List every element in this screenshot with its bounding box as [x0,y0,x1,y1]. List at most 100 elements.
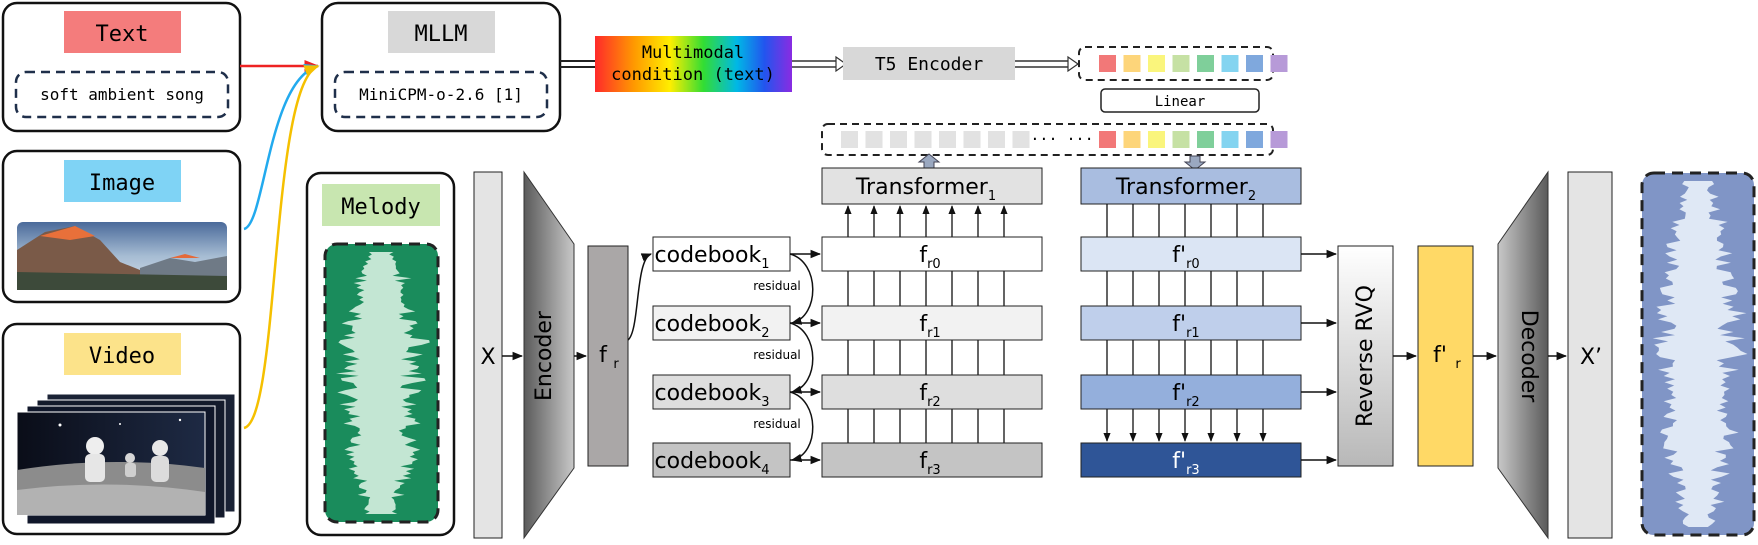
decoder-block: Decoder [1497,170,1549,540]
fpr-row-label: f'r1 [1172,312,1199,341]
fr-row-0: fr0 [821,236,1043,272]
output-waveform-panel [1640,171,1756,537]
music-token [914,131,932,148]
decoder-label: Decoder [1516,310,1541,404]
encoder-label: Encoder [532,310,557,401]
condition-token [1197,55,1214,72]
text-label-bg [64,11,181,53]
landscape-image [17,222,227,290]
t5-label: T5 Encoder [875,54,984,75]
prefix-token [1172,131,1190,148]
codebook-label: codebook4 [655,449,770,478]
fr-row-label: fr1 [919,312,940,341]
codebook-3: codebook3 [652,374,791,410]
output-waveform [1652,181,1748,527]
fpr-row-2: f'r2 [1080,374,1302,410]
encoder-block: Encoder [523,170,575,540]
token-ellipsis: ··· ··· [1030,130,1093,148]
prefix-token [1148,131,1165,148]
fr-row-3: fr3 [821,442,1043,478]
fr-row-label: fr3 [919,449,940,478]
residual-label-1: residual [753,279,801,293]
residual-label-2: residual [753,348,801,362]
image-to-mllm-arrow [243,63,320,231]
prefix-token [1270,131,1288,148]
fpr-row-label: f'r3 [1172,449,1199,478]
mllm-label: MLLM [415,22,468,47]
linear-label: Linear [1155,94,1206,110]
condition-token [1172,55,1190,72]
reverse-rvq-block: Reverse RVQ [1337,245,1394,467]
melody-waveform [335,252,430,514]
condition-line1: Multimodal [642,43,744,63]
prefix-token [1246,131,1263,148]
video-to-mllm-arrow [243,64,320,430]
fpr-row-label: f'r0 [1172,243,1199,272]
fpr-to-rvq-arrows [1301,249,1338,465]
fr-row-2: fr2 [821,374,1043,410]
fr-token-column: fr0 fr1 fr2 fr3 [821,205,1043,478]
condition-token [1246,55,1263,72]
codebook-4: codebook4 [652,442,791,478]
melody-label: Melody [341,195,420,220]
condition-token-row [1078,46,1288,81]
sequence-token-row: ··· ··· [821,123,1288,156]
prefix-token [1123,131,1141,148]
linear-box: Linear [1100,88,1260,113]
text-label: Text [96,22,149,47]
text-prompt: soft ambient song [40,85,204,104]
prefix-token [1197,131,1214,148]
video-label: Video [89,344,155,369]
fpr-label: f' [1433,343,1447,368]
fpr-row-3: f'r3 [1080,442,1302,478]
input-x-block: X [473,171,503,539]
transformer1-label: Transformer1 [855,175,996,204]
transformer2-block: Transformer2 [1080,167,1302,205]
latent-fr-block: f r [587,245,629,467]
transformer1-to-tokens-arrow [917,153,941,169]
condition-to-t5-arrow [792,55,848,73]
condition-token [1099,55,1116,72]
latent-fpr-block: f' r [1417,245,1474,467]
condition-token [1123,55,1141,72]
fr-row-label: fr0 [919,243,940,272]
text-input-panel: Text soft ambient song [1,1,242,133]
condition-token [1148,55,1165,72]
music-token [988,131,1005,148]
fr-row-label: fr2 [919,381,940,410]
mllm-model: MiniCPM-o-2.6 [1] [359,85,523,104]
music-token [939,131,956,148]
t5-to-tokens-arrow [1015,55,1080,73]
reverse-rvq-label: Reverse RVQ [1353,285,1378,427]
fpr-row-1: f'r1 [1080,305,1302,341]
codebook-stack: codebook1 codebook2 codebook3 codebook4 [652,236,791,478]
condition-token [1270,55,1288,72]
codebook-1: codebook1 [652,236,791,272]
music-tokens [841,131,1030,148]
output-x-block: X’ [1567,171,1613,539]
image-label: Image [89,171,155,196]
prefix-token [1221,131,1239,148]
prefix-token [1099,131,1116,148]
video-frames [16,393,236,525]
codebook-2: codebook2 [652,305,791,341]
codebook-to-fr-arrows [790,249,822,465]
fr-label: f [599,343,608,368]
image-label-bg [64,160,181,202]
fpr-row-0: f'r0 [1080,236,1302,272]
fpr-token-column: f'r0 f'r1 f'r2 f'r3 [1080,204,1302,478]
residual-connections: residual residual residual [753,253,814,463]
xprime-label: X’ [1580,345,1602,370]
melody-panel: Melody [305,171,456,537]
video-input-panel: Video [1,322,242,536]
music-token [865,131,883,148]
transformer1-block: Transformer1 [821,167,1043,205]
fr-sub: r [613,357,619,372]
fr-row-1: fr1 [821,305,1043,341]
image-input-panel: Image [1,149,242,304]
codebook-label: codebook3 [655,381,770,410]
transformer2-label: Transformer2 [1115,175,1256,204]
t5-encoder-box: T5 Encoder [843,47,1015,80]
fpr-row-label: f'r2 [1172,381,1199,410]
